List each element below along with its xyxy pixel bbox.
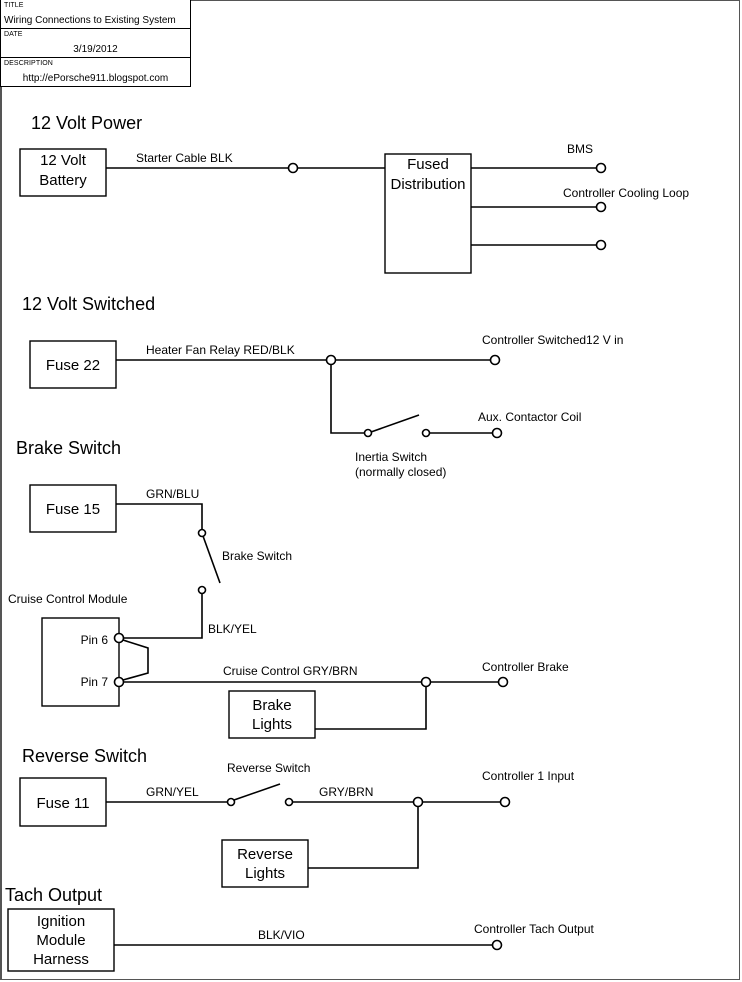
heater-fan-relay-label: Heater Fan Relay RED/BLK xyxy=(146,343,295,357)
cooling-loop-label: Controller Cooling Loop xyxy=(563,186,689,200)
date-row: DATE 3/19/2012 xyxy=(1,28,190,57)
title-row: TITLE Wiring Connections to Existing Sys… xyxy=(1,0,190,28)
aux-contactor-label: Aux. Contactor Coil xyxy=(478,410,581,424)
section-title-reverse-switch: Reverse Switch xyxy=(22,746,147,766)
brake-lights-box xyxy=(228,690,316,739)
battery-label-line2: Battery xyxy=(39,172,87,189)
pin-7-terminal xyxy=(113,676,125,688)
brake-switch-blade xyxy=(202,535,221,584)
pin-7-label: Pin 7 xyxy=(81,675,109,689)
blk-yel-label: BLK/YEL xyxy=(208,622,257,636)
reverse-switch-contact-1 xyxy=(226,797,236,807)
controller-input-label: Controller 1 Input xyxy=(482,769,575,783)
fuse-11-box xyxy=(19,777,107,827)
controller-switched-terminal xyxy=(489,354,501,366)
date-label: DATE xyxy=(4,31,23,38)
pin-6-terminal xyxy=(113,632,125,644)
switched-junction xyxy=(325,354,337,366)
reverse-switch-label: Reverse Switch xyxy=(227,761,310,775)
grn-blu-label: GRN/BLU xyxy=(146,487,199,501)
section-title-tach-output: Tach Output xyxy=(5,885,102,905)
reverse-lights-box xyxy=(221,839,309,888)
controller-tach-label: Controller Tach Output xyxy=(474,922,595,936)
ignition-module-line3: Harness xyxy=(33,951,89,968)
brake-switch-contact-2 xyxy=(197,585,207,595)
brake-switch-contact-1 xyxy=(197,528,207,538)
section-title-brake-switch: Brake Switch xyxy=(16,438,121,458)
cooling-loop-terminal xyxy=(595,201,607,213)
grn-yel-label: GRN/YEL xyxy=(146,785,199,799)
battery-box xyxy=(19,148,107,197)
inertia-switch-label-line1: Inertia Switch xyxy=(355,450,427,464)
brake-switch-label: Brake Switch xyxy=(222,549,292,563)
fuse-22-box xyxy=(29,340,117,389)
reverse-switch-blade xyxy=(233,783,281,801)
cruise-control-module-box xyxy=(41,617,120,707)
drawing-date: 3/19/2012 xyxy=(73,44,118,55)
ignition-module-line1: Ignition xyxy=(37,913,85,930)
section-title-12v-power: 12 Volt Power xyxy=(31,113,142,133)
fused-distribution-box xyxy=(384,153,472,274)
blk-vio-label: BLK/VIO xyxy=(258,928,305,942)
fused-distribution-line2: Distribution xyxy=(390,176,465,193)
aux-contactor-terminal xyxy=(491,427,503,439)
pin-jumper-wire xyxy=(122,639,149,681)
controller-tach-terminal xyxy=(491,939,503,951)
reverse-lights-line2: Lights xyxy=(245,865,285,882)
drawing-description: http://ePorsche911.blogspot.com xyxy=(22,73,169,84)
fuse-11-label: Fuse 11 xyxy=(36,795,89,812)
reverse-gry-brn-label: GRY/BRN xyxy=(319,785,373,799)
section-title-12v-switched: 12 Volt Switched xyxy=(22,294,155,314)
terminal-connector xyxy=(287,162,299,174)
reverse-lights-line1: Reverse xyxy=(237,846,293,863)
inertia-switch-label-line2: (normally closed) xyxy=(355,465,446,479)
pin-6-label: Pin 6 xyxy=(81,633,109,647)
brake-lights-line2: Lights xyxy=(252,716,292,733)
inertia-branch-wire xyxy=(330,365,365,434)
brake-lights-line1: Brake xyxy=(252,697,291,714)
battery-label-line1: 12 Volt xyxy=(40,152,87,169)
description-row: DESCRIPTION http://ePorsche911.blogspot.… xyxy=(1,57,190,86)
fuse-15-label: Fuse 15 xyxy=(46,501,100,518)
grn-blu-wire xyxy=(116,503,203,529)
drawing-title: Wiring Connections to Existing System xyxy=(4,15,176,26)
description-label: DESCRIPTION xyxy=(4,60,53,67)
ignition-module-line2: Module xyxy=(36,932,85,949)
blk-yel-wire xyxy=(124,594,203,639)
reverse-switch-contact-2 xyxy=(284,797,294,807)
title-block: TITLE Wiring Connections to Existing Sys… xyxy=(0,0,191,87)
reverse-junction xyxy=(412,796,424,808)
ignition-module-harness-box xyxy=(7,908,115,972)
inertia-switch-contact-2 xyxy=(421,428,431,438)
cruise-control-module-label: Cruise Control Module xyxy=(8,592,128,606)
fuse-22-label: Fuse 22 xyxy=(46,357,100,374)
cruise-gry-brn-label: Cruise Control GRY/BRN xyxy=(223,664,357,678)
inertia-switch-contact-1 xyxy=(363,428,373,438)
reverse-lights-wire xyxy=(308,807,419,869)
starter-cable-label: Starter Cable BLK xyxy=(136,151,233,165)
fused-distribution-line1: Fused xyxy=(407,156,449,173)
fuse-15-box xyxy=(29,484,117,533)
brake-lights-wire xyxy=(315,687,427,730)
controller-brake-label: Controller Brake xyxy=(482,660,569,674)
spare-output-terminal xyxy=(595,239,607,251)
bms-terminal xyxy=(595,162,607,174)
controller-input-terminal xyxy=(499,796,511,808)
bms-label: BMS xyxy=(567,142,593,156)
inertia-switch-blade xyxy=(370,414,420,433)
brake-junction xyxy=(420,676,432,688)
controller-brake-terminal xyxy=(497,676,509,688)
title-label: TITLE xyxy=(4,2,24,9)
controller-switched-label: Controller Switched12 V in xyxy=(482,333,623,347)
